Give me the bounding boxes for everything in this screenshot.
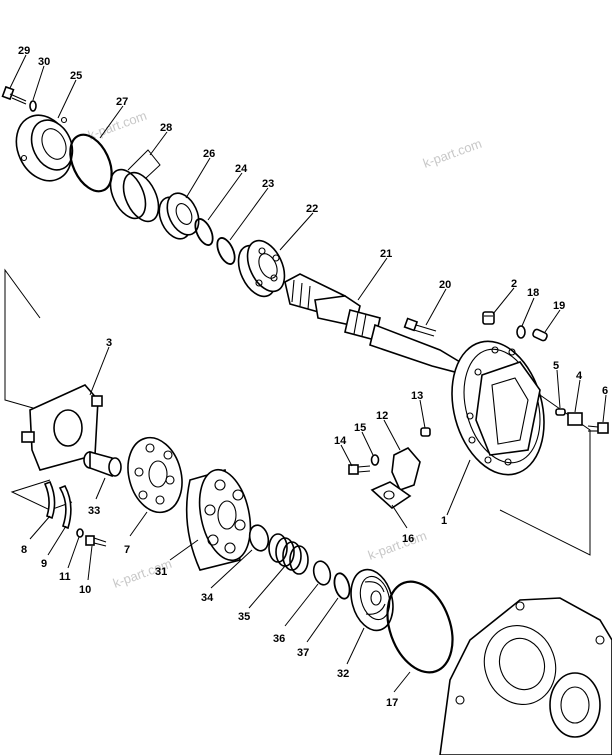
part-24-snap-ring <box>194 218 214 246</box>
part-1-housing-plate <box>451 340 545 476</box>
label-32: 32 <box>337 668 349 680</box>
label-9: 9 <box>41 558 47 570</box>
part-13-pin <box>420 427 431 437</box>
label-15: 15 <box>354 422 366 434</box>
part-8-shoe-plate <box>43 480 56 520</box>
part-34-washer <box>248 524 270 552</box>
assembly-bracket-left <box>4 268 73 511</box>
watermark-2: k-part.com <box>421 136 484 171</box>
part-16-gasket <box>370 481 412 510</box>
label-23: 23 <box>262 178 274 190</box>
part-4-block <box>567 412 583 426</box>
label-29: 29 <box>18 45 30 57</box>
label-25: 25 <box>70 70 82 82</box>
label-16: 16 <box>402 533 414 545</box>
label-22: 22 <box>306 203 318 215</box>
part-22-roller-bearing <box>237 239 286 298</box>
part-17-o-ring <box>386 580 454 674</box>
part-9-shoe-plate <box>58 484 72 530</box>
label-28: 28 <box>160 122 172 134</box>
part-labels: 29 30 25 27 28 26 24 23 22 21 20 2 18 19… <box>18 45 608 709</box>
label-7: 7 <box>124 544 130 556</box>
watermark-1: k-part.com <box>86 108 149 143</box>
label-31: 31 <box>155 566 167 578</box>
part-6-bolt <box>587 422 609 434</box>
label-37: 37 <box>297 647 309 659</box>
part-15-washer <box>370 454 380 466</box>
label-5: 5 <box>553 360 559 372</box>
label-13: 13 <box>411 390 423 402</box>
label-30: 30 <box>38 56 50 68</box>
label-33: 33 <box>88 505 100 517</box>
part-14-bolt <box>348 464 371 475</box>
label-4: 4 <box>576 370 583 382</box>
part-19-pin <box>532 328 548 342</box>
label-18: 18 <box>527 287 539 299</box>
watermark-4: k-part.com <box>366 528 429 563</box>
part-32-port-plate <box>350 568 394 632</box>
part-18-o-ring <box>516 325 526 339</box>
motor-housing <box>439 597 612 755</box>
label-2: 2 <box>511 278 517 290</box>
part-37-snap-ring <box>333 572 351 600</box>
part-7-retainer-plate <box>127 436 183 514</box>
part-10-bolt <box>85 535 107 547</box>
part-12-cover-plate <box>391 447 421 492</box>
label-14: 14 <box>334 435 347 447</box>
part-23-ring <box>216 237 236 265</box>
leader-lines <box>9 54 607 693</box>
part-35-spring <box>268 533 309 575</box>
label-21: 21 <box>380 248 392 260</box>
label-6: 6 <box>602 385 608 397</box>
label-24: 24 <box>235 163 248 175</box>
part-21-shaft <box>284 273 462 373</box>
label-27: 27 <box>116 96 128 108</box>
part-36-collar <box>312 560 332 586</box>
part-29-bolt <box>1 85 27 105</box>
part-20-bolt <box>403 317 437 337</box>
part-3-valve-block <box>21 384 103 471</box>
label-1: 1 <box>441 515 447 527</box>
label-19: 19 <box>553 300 565 312</box>
label-3: 3 <box>106 337 112 349</box>
label-17: 17 <box>386 697 398 709</box>
part-33-coupling <box>83 450 122 478</box>
part-27-o-ring <box>69 133 113 193</box>
part-26-bearing <box>158 192 200 240</box>
label-20: 20 <box>439 279 451 291</box>
label-10: 10 <box>79 584 91 596</box>
label-26: 26 <box>203 148 215 160</box>
part-5-pin <box>555 408 566 416</box>
label-36: 36 <box>273 633 285 645</box>
part-2-plug <box>482 311 495 325</box>
label-35: 35 <box>238 611 250 623</box>
part-11-washer <box>76 528 84 538</box>
part-30-washer <box>29 100 37 112</box>
part-31-cylinder-block <box>185 468 252 571</box>
part-25-flange-cover <box>15 114 74 182</box>
part-28-ring-set <box>109 149 161 223</box>
label-8: 8 <box>21 544 27 556</box>
label-12: 12 <box>376 410 388 422</box>
label-34: 34 <box>201 592 214 604</box>
label-11: 11 <box>59 571 71 583</box>
